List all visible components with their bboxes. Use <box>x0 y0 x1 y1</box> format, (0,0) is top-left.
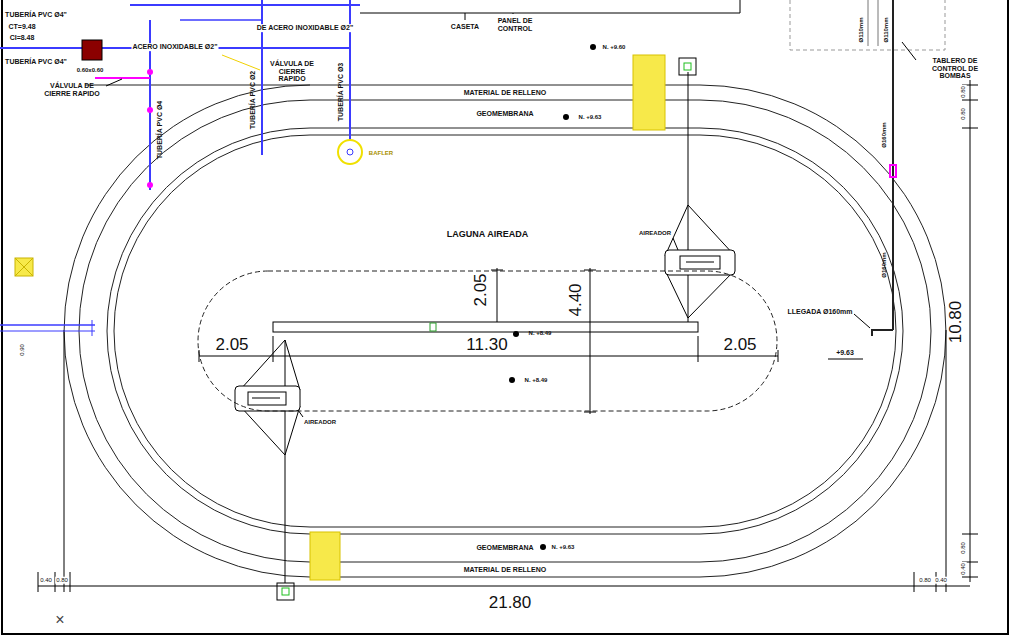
dashed-outline <box>198 271 777 411</box>
size-label: 0.60x0.60 <box>77 67 104 74</box>
pipe-label: Ø110mm <box>883 17 890 42</box>
dimension-label: 2.05 <box>215 336 248 355</box>
level-label: N. +9.63 <box>552 544 575 551</box>
valve-label: VÁLVULA DE CIERRE RAPIDO <box>41 82 103 97</box>
dimension-label: 0.40 <box>39 577 53 584</box>
level-label: N. +8.49 <box>525 377 548 384</box>
level-label: N. +9.60 <box>603 44 626 51</box>
dimension-label: 4.40 <box>567 283 586 316</box>
aerator-callout: AIREADOR <box>304 419 336 426</box>
level-mark <box>540 544 546 550</box>
level-label: N. +8.49 <box>529 330 552 337</box>
lagoon-walls <box>64 85 946 577</box>
region-title: LAGUNA AIREADA <box>197 230 778 240</box>
dimension-label: 0.80 <box>918 577 932 584</box>
dimension-label: 11.30 <box>466 336 507 355</box>
dimension-label: 0.90 <box>19 344 26 356</box>
ramp <box>310 532 340 580</box>
piping <box>0 0 362 336</box>
valve-label: VÁLVULA DE CIERRE RAPIDO <box>265 60 320 83</box>
dimension-lines <box>38 80 978 592</box>
pipe-label: DE ACERO INOXIDABLE Ø2" <box>256 24 354 32</box>
band-label: GEOMEMBRANA <box>473 544 536 552</box>
pipe-label: ACERO INOXIDABLE Ø2" <box>132 43 219 51</box>
dimension-label: 0.80 <box>960 541 967 555</box>
dimension-label: 0.80 <box>55 577 69 584</box>
pipe-label: Ø160mm <box>881 122 888 147</box>
ramp <box>633 55 665 130</box>
pipe-label: TUBERÍA PVC Ø3 <box>337 63 345 121</box>
band-label: MATERIAL DE RELLENO <box>461 566 550 574</box>
aerator-callout: AIREADOR <box>639 230 671 237</box>
pipe-label: TUBERÍA PVC Ø4" <box>5 58 67 66</box>
dimension-label: 0.80 <box>960 85 967 99</box>
fill-band: MATERIAL DE RELLENO <box>310 563 700 576</box>
dimension-label: 0.80 <box>960 107 967 121</box>
level-label: CT=9.48 <box>8 23 35 31</box>
dimension-label: 2.05 <box>723 336 756 355</box>
level-label: CI=8.48 <box>10 34 35 42</box>
aerator-symbol <box>665 58 735 322</box>
band-label: GEOMEMBRANA <box>473 110 536 118</box>
liner-band: GEOMEMBRANA <box>310 101 700 127</box>
liner-band: GEOMEMBRANA <box>310 535 700 561</box>
pipe-label: TUBERÍA PVC Ø2 <box>249 71 257 129</box>
level-mark <box>509 377 515 383</box>
dimension-lines <box>199 268 778 414</box>
baffle-wall <box>273 322 698 332</box>
dimension-label: 2.05 <box>472 273 491 306</box>
level-mark <box>513 331 519 337</box>
aerator-symbol <box>235 340 303 600</box>
arrival-pipe <box>790 0 945 359</box>
dimension-label: 0.40 <box>934 577 948 584</box>
dimension-label: 0.40 <box>960 562 967 576</box>
dimension-label: 10.80 <box>947 301 966 344</box>
level-label: +9.63 <box>836 349 854 357</box>
building-label: PANEL DE CONTROL <box>493 17 538 32</box>
pipe-label: Ø110mm <box>858 17 865 42</box>
inlet-label: LLEGADA Ø160mm <box>787 308 852 316</box>
pipe-label: TUBERÍA PVC Ø4" <box>5 11 67 19</box>
baffle-label: BAFLER <box>369 150 393 157</box>
level-mark <box>563 114 569 120</box>
panel-label: TABLERO DE CONTROL DE BOMBAS <box>918 57 993 80</box>
axis-mark: × <box>55 611 64 629</box>
dimension-label: 21.80 <box>489 594 532 613</box>
pipe-label: Ø160mm <box>881 252 888 277</box>
marker <box>430 323 436 331</box>
band-label: MATERIAL DE RELLENO <box>461 89 550 97</box>
building-label: CASETA <box>451 23 479 31</box>
level-mark <box>590 44 596 50</box>
level-label: N. +9.63 <box>579 114 602 121</box>
pipe-label: TUBERÍA PVC Ø4 <box>156 101 164 159</box>
fill-band: MATERIAL DE RELLENO <box>310 86 700 99</box>
control-house <box>360 0 740 20</box>
